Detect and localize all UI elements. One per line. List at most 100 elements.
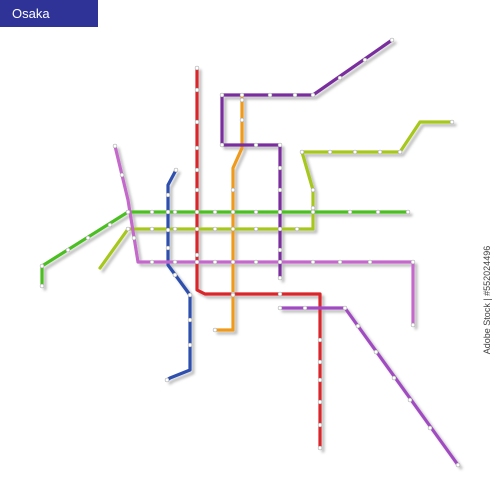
station-dot-purple-4 [277,142,283,148]
station-dot-magenta-10 [337,259,343,265]
station-dot-green-14 [347,209,353,215]
metro-line-purple [220,38,394,280]
station-dot-purple-12 [337,75,343,81]
station-dot-light-green-6 [253,226,259,232]
station-dot-blue-2 [187,317,193,323]
station-dot-blue-9 [173,167,179,173]
station-dot-red-12 [317,399,323,405]
station-dot-violet-3 [355,323,361,329]
station-dot-green-13 [310,209,316,215]
station-dot-violet-0 [277,305,283,311]
station-dot-green-12 [277,209,283,215]
station-dot-light-green-8 [294,226,300,232]
station-dot-blue-0 [164,377,170,383]
map-title: Osaka [0,0,98,27]
station-dot-magenta-5 [194,259,200,265]
station-dot-blue-7 [165,209,171,215]
station-dot-violet-4 [373,349,379,355]
station-dot-green-9 [212,209,218,215]
station-dot-red-3 [194,145,200,151]
station-dot-orange-0 [212,327,218,333]
station-dot-violet-1 [302,305,308,311]
station-dot-light-green-13 [352,149,358,155]
station-dot-red-2 [194,119,200,125]
metro-line-green [40,210,410,288]
station-dot-green-5 [125,209,131,215]
station-dot-green-10 [230,209,236,215]
station-dot-blue-4 [172,272,178,278]
station-dot-purple-5 [253,142,259,148]
station-dot-magenta-13 [410,322,416,328]
station-dot-magenta-11 [367,259,373,265]
station-dot-red-6 [194,252,200,258]
station-dot-purple-1 [277,247,283,253]
station-dot-light-green-5 [230,226,236,232]
station-dot-magenta-9 [310,259,316,265]
station-dot-orange-1 [230,292,236,298]
station-dot-green-7 [172,209,178,215]
station-dot-green-11 [253,209,259,215]
station-dot-green-16 [405,209,411,215]
station-dot-light-green-15 [397,149,403,155]
metro-line-magenta [113,144,415,327]
station-dot-red-5 [194,187,200,193]
station-dot-magenta-1 [119,172,125,178]
metro-line-red [195,66,322,450]
station-dot-green-1 [39,263,45,269]
station-dot-magenta-12 [410,259,416,265]
station-dot-violet-8 [455,462,461,468]
station-dot-magenta-4 [172,259,178,265]
station-dot-purple-13 [362,57,368,63]
station-dot-red-1 [194,87,200,93]
station-dot-light-green-9 [310,205,316,211]
station-dot-violet-6 [407,397,413,403]
station-dot-light-green-7 [277,226,283,232]
station-dot-purple-14 [389,37,395,43]
station-dot-red-11 [317,377,323,383]
station-dot-light-green-12 [327,149,333,155]
station-dot-violet-2 [342,305,348,311]
metro-line-orange [213,93,244,332]
station-dot-light-green-3 [194,226,200,232]
station-dot-orange-5 [239,97,245,103]
station-dot-green-15 [375,209,381,215]
station-dot-magenta-3 [149,259,155,265]
station-dot-violet-5 [391,375,397,381]
station-dot-light-green-14 [377,149,383,155]
station-dot-blue-1 [187,342,193,348]
station-dot-blue-3 [187,292,193,298]
station-dot-red-10 [317,359,323,365]
station-dot-purple-3 [277,165,283,171]
station-dot-green-0 [39,283,45,289]
station-dot-green-6 [149,209,155,215]
stock-watermark: Adobe Stock | #552024496 [482,246,492,354]
station-dot-light-green-10 [310,187,316,193]
station-dot-magenta-7 [253,259,259,265]
station-dot-light-green-11 [299,149,305,155]
station-dot-red-4 [194,167,200,173]
station-dot-purple-0 [277,275,283,281]
station-dot-green-3 [85,235,91,241]
station-dot-light-green-0 [125,226,131,232]
station-dot-purple-6 [219,142,225,148]
metro-line-violet [278,306,460,467]
station-dot-violet-7 [427,425,433,431]
station-dot-red-0 [194,65,200,71]
station-dot-magenta-6 [212,259,218,265]
metro-line-blue [165,168,192,382]
station-dot-green-2 [65,247,71,253]
station-dot-orange-2 [230,259,236,265]
station-dot-magenta-2 [131,235,137,241]
station-dot-blue-6 [165,227,171,233]
station-dot-magenta-0 [112,143,118,149]
station-dot-purple-7 [219,92,225,98]
station-dot-red-8 [277,291,283,297]
station-dot-magenta-8 [277,259,283,265]
station-dot-light-green-4 [212,226,218,232]
station-dot-orange-4 [239,117,245,123]
station-dot-green-4 [107,222,113,228]
station-dot-purple-10 [292,92,298,98]
station-dot-orange-3 [230,187,236,193]
station-dot-light-green-1 [149,226,155,232]
